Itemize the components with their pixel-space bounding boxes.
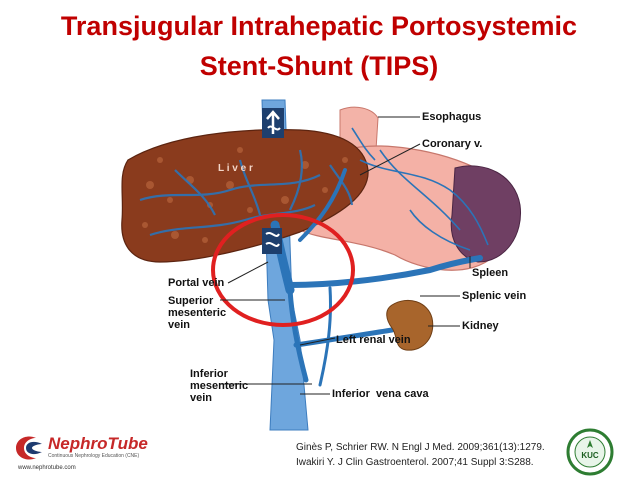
page-title: Transjugular Intrahepatic Portosystemic … [0,6,638,86]
nephrotube-logo-mark [16,436,42,460]
label-portal-vein: Portal vein [168,277,225,289]
title-line-1: Transjugular Intrahepatic Portosystemic [60,11,578,41]
kuc-seal-logo: KUC [566,428,614,476]
highlight-circle [211,213,355,327]
label-superior-mesenteric-3: vein [168,319,191,331]
label-inferior-mesenteric-2: mesenteric [190,380,249,392]
title-line-2: Stent-Shunt (TIPS) [199,51,439,81]
label-liver: L i v e r [218,163,253,174]
leader-lines [220,116,471,395]
kidney [386,300,434,351]
tips-stent-lower [262,228,282,254]
coronary-vein [298,168,347,242]
label-inferior-mesenteric-3: vein [190,392,213,404]
logo-tagline: Continuous Nephrology Education (CNE) [48,453,140,459]
nephrotube-logo: NephroTube Continuous Nephrology Educati… [12,432,148,474]
superior-mesenteric-vein [287,287,309,383]
reference-1: Ginès P, Schrier RW. N Engl J Med. 2009;… [296,442,545,453]
inferior-mesenteric-vein [318,286,332,387]
label-spleen: Spleen [472,267,509,279]
reference-2: Iwakiri Y. J Clin Gastroenterol. 2007;41… [296,457,534,468]
label-superior-mesenteric-1: Superior [168,295,214,307]
label-inferior-mesenteric-1: Inferior [190,368,228,380]
label-superior-mesenteric-2: mesenteric [168,307,227,319]
label-kidney: Kidney [462,320,499,332]
label-left-renal-vein: Left renal vein [336,334,411,346]
logo-name: NephroTube [48,434,148,453]
label-inferior-vena-cava: Inferior vena cava [332,388,429,400]
logo-url: www.nephrotube.com [18,465,76,471]
references: Ginès P, Schrier RW. N Engl J Med. 2009;… [296,440,545,470]
label-splenic-vein: Splenic vein [462,290,527,302]
label-esophagus: Esophagus [422,111,482,123]
splenic-vein [287,255,483,288]
kuc-seal-initials: KUC [581,451,599,460]
label-coronary-vein: Coronary v. [422,138,483,150]
tips-stent-upper [262,108,284,138]
gastric-vein-network [351,127,489,251]
hepatic-vein-network [139,149,354,237]
